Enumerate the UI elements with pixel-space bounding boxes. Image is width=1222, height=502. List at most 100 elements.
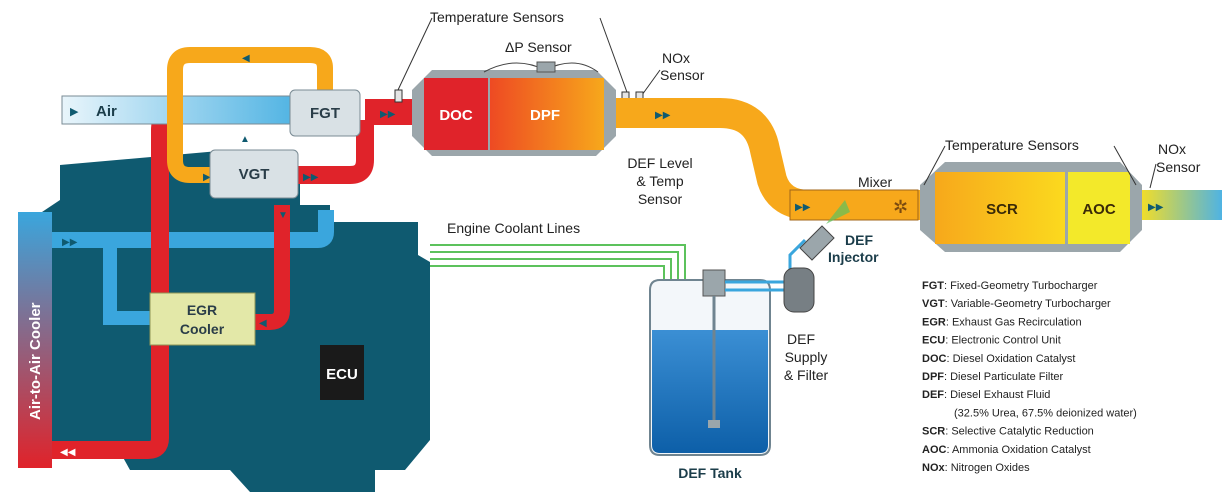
air-pipe-cooled bbox=[52, 210, 334, 248]
egr-cooler bbox=[149, 292, 256, 346]
mixer-label: Mixer bbox=[858, 174, 893, 190]
legend-desc: : Fixed-Geometry Turbocharger bbox=[944, 280, 1098, 292]
legend-abbr: DEF bbox=[922, 389, 944, 401]
legend-desc: : Selective Catalytic Reduction bbox=[945, 426, 1094, 438]
doc-section bbox=[424, 78, 488, 150]
egr-pipe bbox=[255, 205, 290, 330]
vgt-turbo bbox=[209, 149, 299, 199]
mid-pipe-arrows-2: ▶▶ bbox=[795, 202, 811, 213]
doc-label: DOC bbox=[439, 107, 473, 124]
def-fluid bbox=[652, 330, 768, 453]
temp-sensor-leader-3 bbox=[923, 145, 946, 186]
nox-sensor-1-leader bbox=[641, 69, 661, 96]
exhaust-pipe-vgt bbox=[298, 120, 374, 184]
def-level-float bbox=[708, 420, 720, 428]
vgt-up-arrow: ▲ bbox=[240, 134, 250, 145]
legend-item: EGR: Exhaust Gas Recirculation bbox=[922, 316, 1082, 328]
tail-pipe bbox=[1142, 190, 1222, 220]
def-level-sensor-head bbox=[702, 269, 726, 297]
def-level-label-3: Sensor bbox=[638, 191, 683, 207]
fgt-label: FGT bbox=[310, 105, 340, 122]
legend-item: DOC: Diesel Oxidation Catalyst bbox=[922, 353, 1075, 365]
legend-desc: : Electronic Control Unit bbox=[945, 335, 1061, 347]
mixer-icon: ✲ bbox=[893, 197, 908, 217]
legend-abbr: AOC bbox=[922, 444, 947, 456]
nox-sensor-2-label-1: NOx bbox=[1158, 141, 1186, 157]
coolant-lines-label: Engine Coolant Lines bbox=[447, 220, 580, 236]
legend-abbr: SCR bbox=[922, 426, 945, 438]
legend-desc: : Nitrogen Oxides bbox=[945, 462, 1030, 474]
ecu-label: ECU bbox=[326, 366, 358, 383]
temp-sensor-leader-1 bbox=[397, 17, 433, 91]
legend-abbr: NOx bbox=[922, 462, 946, 474]
legend-abbr: ECU bbox=[922, 335, 945, 347]
turbo-loop-pipe bbox=[167, 47, 333, 183]
legend-desc: : Ammonia Oxidation Catalyst bbox=[946, 444, 1090, 456]
dpf-label: DPF bbox=[530, 107, 560, 124]
temp-sensors-label-2: Temperature Sensors bbox=[945, 137, 1079, 153]
dp-sensor-label: ΔP Sensor bbox=[505, 39, 572, 55]
scr-label: SCR bbox=[986, 201, 1018, 218]
def-supply-filter bbox=[783, 267, 815, 313]
legend-desc: : Diesel Particulate Filter bbox=[944, 371, 1064, 383]
legend-item: NOx: Nitrogen Oxides bbox=[922, 462, 1030, 474]
legend-desc: : Diesel Exhaust Fluid bbox=[944, 389, 1050, 401]
def-injector-label-1: DEF bbox=[845, 232, 873, 248]
temp-sensors-label-1: Temperature Sensors bbox=[430, 9, 564, 25]
dpf-section bbox=[490, 78, 604, 150]
coolant-lines bbox=[430, 244, 686, 430]
egr-cooler-label-2: Cooler bbox=[180, 321, 225, 337]
loop-arrow-1: ◀ bbox=[242, 53, 250, 64]
ecu-box bbox=[320, 345, 364, 400]
nox-sensor-2-label-2: Sensor bbox=[1156, 159, 1201, 175]
mid-pipe-arrows-1: ▶▶ bbox=[655, 110, 671, 121]
legend-abbr: VGT bbox=[922, 298, 945, 310]
nox-sensor-1-label-1: NOx bbox=[662, 50, 690, 66]
temp-sensor-1 bbox=[394, 89, 403, 103]
vgt-label: VGT bbox=[239, 166, 270, 183]
fgt-turbo bbox=[289, 89, 361, 137]
def-spray bbox=[826, 200, 850, 224]
def-injector bbox=[799, 225, 835, 261]
def-injector-label-2: Injector bbox=[828, 249, 879, 265]
legend-item: VGT: Variable-Geometry Turbocharger bbox=[922, 298, 1111, 310]
def-level-label-2: & Temp bbox=[636, 173, 683, 189]
def-supply-label-1: DEF bbox=[787, 331, 815, 347]
legend-item: DEF: Diesel Exhaust Fluid bbox=[922, 389, 1050, 401]
air-intake-arrow: ▶ bbox=[70, 106, 79, 118]
charge-flow-arrows: ◀◀ bbox=[60, 447, 76, 458]
temp-sensor-leader-4 bbox=[1113, 145, 1137, 186]
egr-cooler-label-1: EGR bbox=[187, 302, 217, 318]
def-tank-label: DEF Tank bbox=[678, 465, 742, 481]
def-level-label-1: DEF Level bbox=[627, 155, 692, 171]
legend-item: AOC: Ammonia Oxidation Catalyst bbox=[922, 444, 1091, 456]
legend-desc: (32.5% Urea, 67.5% deionized water) bbox=[954, 407, 1137, 419]
egr-arrow-down: ▼ bbox=[278, 210, 288, 221]
def-supply-label-2: Supply bbox=[785, 349, 828, 365]
nox-sensor-2-leader bbox=[1149, 163, 1157, 189]
dp-sensor bbox=[536, 61, 556, 73]
egr-arrow-left: ◀ bbox=[259, 318, 267, 329]
legend-desc: : Exhaust Gas Recirculation bbox=[946, 316, 1082, 328]
legend-desc: : Diesel Oxidation Catalyst bbox=[946, 353, 1075, 365]
legend-desc: : Variable-Geometry Turbocharger bbox=[945, 298, 1111, 310]
legend-abbr: DOC bbox=[922, 353, 947, 365]
air-flow-arrows-1: ▶▶ bbox=[62, 237, 78, 248]
def-supply-label-3: & Filter bbox=[784, 367, 829, 383]
air-to-air-cooler-label: Air-to-Air Cooler bbox=[27, 302, 44, 420]
legend-abbr: EGR bbox=[922, 316, 946, 328]
legend-item: DPF: Diesel Particulate Filter bbox=[922, 371, 1064, 383]
legend-abbr: FGT bbox=[922, 280, 944, 292]
loop-arrow-2: ▶ bbox=[203, 172, 211, 183]
exhaust-arrows-doc: ▶▶ bbox=[380, 109, 396, 120]
aoc-section bbox=[1068, 172, 1130, 244]
mixer-section bbox=[789, 189, 919, 221]
legend-item: SCR: Selective Catalytic Reduction bbox=[922, 426, 1094, 438]
air-to-air-cooler bbox=[18, 212, 52, 468]
air-pipe-to-egr bbox=[103, 240, 165, 325]
temp-sensor-leader-2 bbox=[599, 17, 629, 96]
legend-item: FGT: Fixed-Geometry Turbocharger bbox=[922, 280, 1098, 292]
legend-abbr: DPF bbox=[922, 371, 944, 383]
